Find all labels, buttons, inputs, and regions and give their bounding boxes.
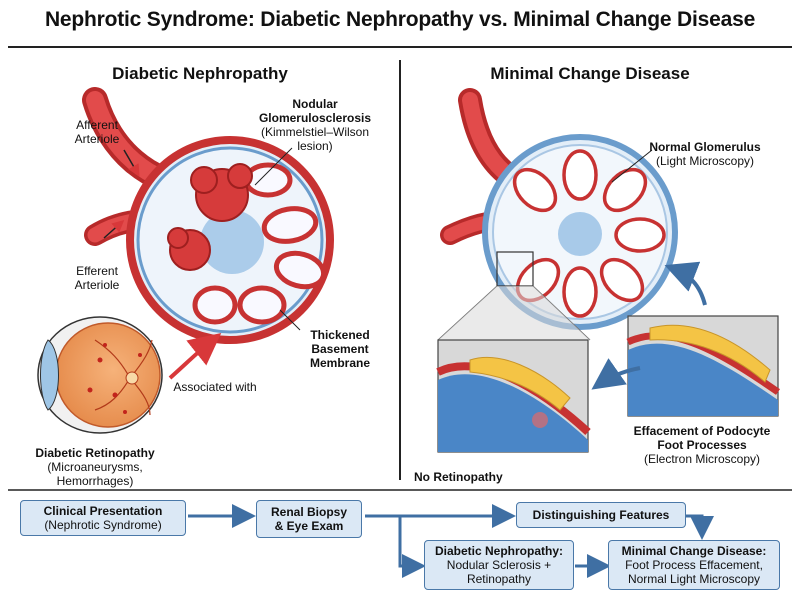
normal-glomerulus [437, 88, 678, 341]
diabetic-panel-title: Diabetic Nephropathy [112, 64, 288, 83]
em-inset-large [436, 339, 591, 453]
no-retinopathy-label: No Retinopathy [414, 470, 503, 484]
diabetic-retinopathy-label: Diabetic Retinopathy (Microaneurysms,Hem… [35, 446, 155, 488]
page-title: Nephrotic Syndrome: Diabetic Nephropathy… [44, 8, 756, 31]
renal-biopsy-box: Renal Biopsy& Eye Exam [256, 500, 362, 538]
title-divider [8, 46, 792, 48]
associated-with-label: Associated with [173, 380, 257, 394]
clinical-presentation-box: Clinical Presentation(Nephrotic Syndrome… [20, 500, 186, 536]
minimal-change-disease-box: Minimal Change Disease:Foot Process Effa… [608, 540, 780, 590]
panel-divider [399, 60, 401, 480]
normal-glomerulus-label: Normal Glomerulus(Light Microscopy) [649, 140, 761, 168]
diabetic-nephropathy-box: Diabetic Nephropathy:Nodular Sclerosis +… [424, 540, 574, 590]
diabetic-glomerulus [82, 87, 334, 344]
retina-eye-illustration [37, 316, 163, 434]
distinguishing-features-box: Distinguishing Features [516, 502, 686, 528]
mcd-panel-title: Minimal Change Disease [490, 64, 690, 83]
em-inset-small [626, 315, 780, 417]
